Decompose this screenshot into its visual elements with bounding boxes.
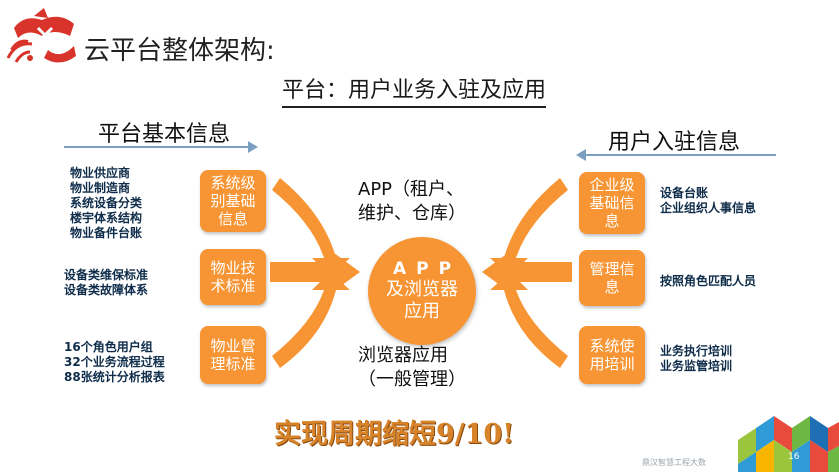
list-item: 设备台账 — [660, 186, 709, 200]
right-list-training: 业务执行培训 业务监管培训 — [660, 344, 732, 374]
list-item: 88张统计分析报表 — [64, 370, 165, 384]
list-item: 物业供应商 — [70, 166, 131, 180]
center-app-circle: APP 及浏览器应用 — [368, 237, 476, 345]
center-circle-line2: 及浏览器应用 — [386, 279, 458, 322]
right-section-heading: 用户入驻信息 — [608, 130, 741, 155]
list-item: 设备类维保标准 — [64, 268, 149, 282]
center-bottom-line: 浏览器应用 — [358, 345, 448, 366]
company-logo — [6, 8, 76, 63]
right-box-training: 系统使用培训 — [579, 326, 645, 384]
right-arrows — [482, 178, 572, 368]
page-subtitle: 平台：用户业务入驻及应用 — [282, 72, 547, 108]
left-box-mgmt-standard: 物业管理标准 — [200, 326, 266, 384]
list-item: 物业备件台账 — [70, 226, 143, 240]
list-item: 楼宇体系结构 — [70, 211, 143, 225]
left-box-system-info: 系统级别基础信息 — [200, 170, 266, 232]
list-item: 系统设备分类 — [70, 196, 143, 210]
list-item: 16个角色用户组 — [64, 340, 153, 354]
footer-text: 鼎汉智慧工程大数 — [642, 458, 706, 467]
center-top-line: 维护、仓库） — [358, 203, 466, 224]
list-item: 企业组织人事信息 — [660, 201, 757, 215]
left-list-mgmt-standard: 16个角色用户组 32个业务流程过程 88张统计分析报表 — [64, 340, 165, 385]
center-circle-line1: APP — [392, 259, 462, 279]
left-list-tech-standard: 设备类维保标准 设备类故障体系 — [64, 268, 148, 298]
left-heading-arrow — [64, 141, 258, 153]
page-number: 16 — [788, 452, 800, 462]
page-title: 云平台整体架构: — [84, 36, 275, 66]
center-top-text: APP（租户、 维护、仓库） — [358, 178, 466, 226]
list-item: 设备类故障体系 — [64, 283, 149, 297]
right-arrow-top — [490, 178, 568, 276]
center-bottom-text: 浏览器应用 （一般管理） — [358, 344, 466, 392]
right-list-mgmt-info: 按照角色匹配人员 — [660, 274, 756, 289]
list-item: 业务监管培训 — [660, 359, 733, 373]
right-heading-arrow — [576, 149, 776, 161]
list-item: 业务执行培训 — [660, 344, 733, 358]
list-item: 32个业务流程过程 — [64, 355, 165, 369]
left-list-system-info: 物业供应商 物业制造商 系统设备分类 楼宇体系结构 物业备件台账 — [70, 166, 142, 241]
left-box-tech-standard: 物业技术标准 — [200, 249, 266, 305]
left-arrow-bottom — [272, 272, 350, 368]
right-list-enterprise-info: 设备台账 企业组织人事信息 — [660, 186, 756, 216]
list-item: 按照角色匹配人员 — [660, 274, 757, 288]
left-arrows — [270, 178, 360, 368]
right-arrow-bottom — [490, 272, 568, 368]
right-box-enterprise-info: 企业级基础信息 — [579, 172, 645, 234]
center-bottom-line: （一般管理） — [358, 369, 466, 390]
left-section-heading: 平台基本信息 — [98, 122, 231, 147]
right-box-mgmt-info: 管理信息 — [579, 250, 645, 306]
mosaic-decoration — [738, 416, 839, 472]
slogan-text: 实现周期缩短9/10! — [274, 419, 515, 450]
center-top-line: APP（租户、 — [358, 179, 465, 200]
list-item: 物业制造商 — [70, 181, 131, 195]
